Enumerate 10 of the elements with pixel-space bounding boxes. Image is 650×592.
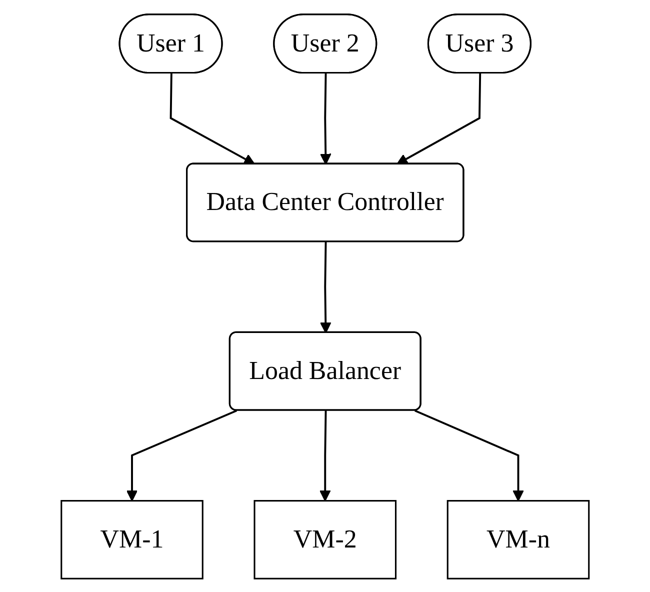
arrow <box>414 409 524 501</box>
arrow <box>320 242 332 333</box>
arrow <box>319 410 331 501</box>
node-box: VM-1 <box>60 500 204 579</box>
arrow <box>170 72 255 164</box>
node-box: VM-2 <box>254 500 396 579</box>
node-box: VM-n <box>446 500 590 579</box>
arrow <box>396 72 481 164</box>
arrow <box>126 409 237 501</box>
arrow <box>320 72 332 164</box>
